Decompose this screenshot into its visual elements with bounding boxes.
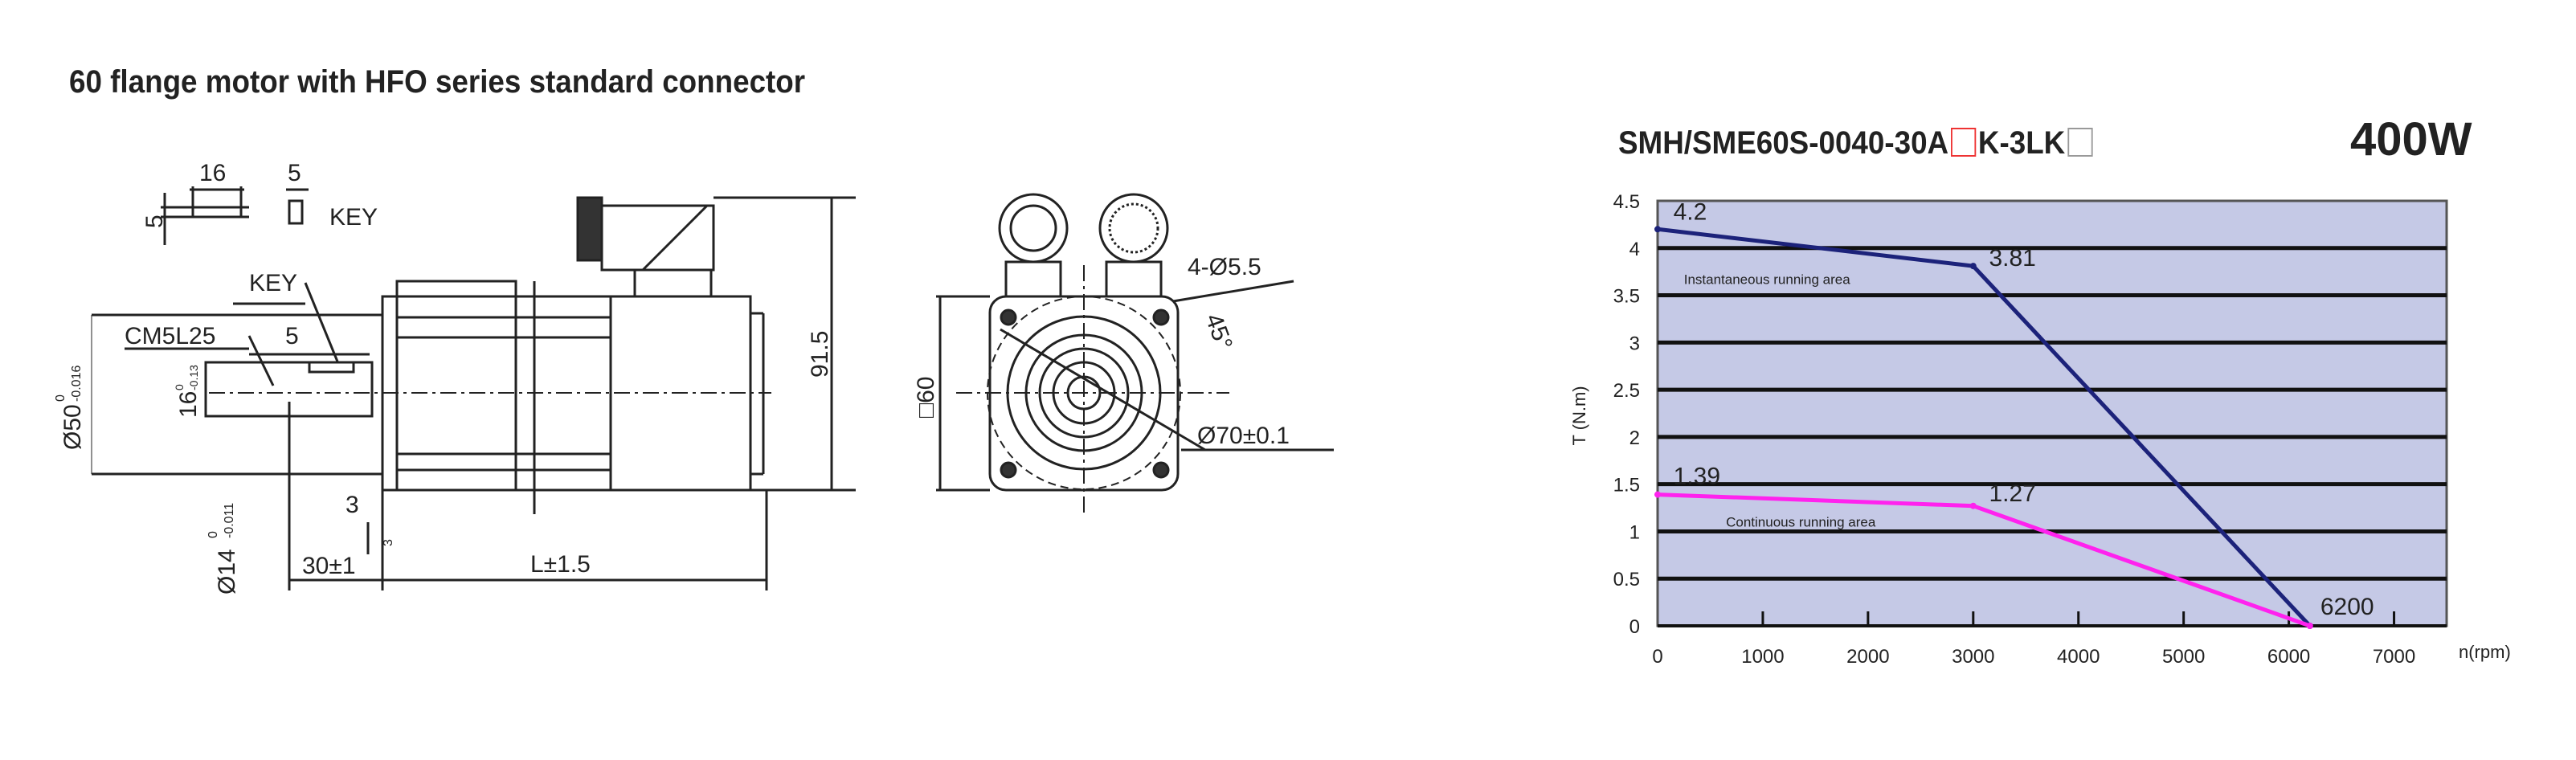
torque-speed-chart: 0 0.5 1 1.5 2 2.5 3 3.5 4 4.5 0 1000 2000 3000 4000 500…	[1569, 191, 2511, 668]
dim-key-width: 16	[199, 160, 226, 186]
dim-flange-thickness: 3	[346, 492, 359, 518]
key-label: KEY	[329, 204, 378, 231]
data-label: 6200	[2320, 594, 2374, 620]
dim-key-depth-tol-top: 0	[173, 384, 186, 390]
dim-key-height: 5	[288, 160, 301, 186]
dim-key-side: 5	[141, 215, 168, 228]
y-axis-label: T (N.m)	[1569, 386, 1589, 445]
motor-front-view	[936, 193, 1334, 514]
dim-angle: 45°	[1200, 310, 1237, 353]
x-tick-label: 6000	[2267, 646, 2310, 668]
dim-shaft-diameter: Ø14	[214, 549, 240, 595]
dim-key-width-2: 5	[285, 323, 299, 349]
power-connector	[998, 193, 1069, 298]
data-label: 3.81	[1989, 245, 2035, 272]
dim-small: 3	[382, 539, 395, 546]
signal-connector	[1098, 193, 1169, 298]
data-label: 1.27	[1989, 480, 2035, 507]
dim-height-total: 91.5	[807, 331, 833, 378]
y-tick-label: 1	[1629, 521, 1640, 543]
thread-label: CM5L25	[125, 323, 215, 349]
dim-shaft-tol-top: 0	[206, 531, 220, 538]
x-tick-label: 5000	[2162, 646, 2205, 668]
option-box-red	[1950, 128, 1977, 157]
key-label-2: KEY	[249, 270, 297, 296]
y-tick-label: 2	[1629, 427, 1640, 449]
data-point	[1969, 502, 1977, 509]
dim-key-depth-tol-bot: -0.13	[187, 365, 200, 390]
x-tick-label: 7000	[2373, 646, 2415, 668]
dim-body-length: L±1.5	[530, 551, 591, 578]
y-tick-label: 3.5	[1613, 286, 1640, 308]
model-part-1: SMH/SME60S-0040-30A	[1618, 125, 1949, 161]
x-tick-label: 0	[1652, 646, 1662, 668]
x-tick-label: 3000	[1952, 646, 1994, 668]
data-label: 1.39	[1674, 464, 1720, 490]
series-label: Continuous running area	[1726, 515, 1876, 530]
y-tick-label: 1.5	[1613, 475, 1640, 496]
dim-spigot-tol-top: 0	[54, 394, 67, 402]
plot-area	[1656, 199, 2448, 627]
data-point	[1654, 491, 1661, 498]
x-tick-label: 4000	[2057, 646, 2100, 668]
power-rating: 400W	[2350, 113, 2472, 165]
data-point	[2306, 623, 2313, 629]
motor-dimension-drawing: 16 5 KEY 5 KEY CM5L25 5 91.5 4-Ø5.5 45° …	[54, 160, 1334, 595]
x-axis-label: n(rpm)	[2459, 642, 2511, 662]
dim-holes: 4-Ø5.5	[1188, 254, 1261, 280]
y-tick-label: 4	[1629, 239, 1640, 260]
y-tick-label: 4.5	[1613, 191, 1640, 213]
y-tick-label: 0	[1629, 616, 1640, 638]
x-tick-label: 2000	[1846, 646, 1889, 668]
x-tick-label: 1000	[1741, 646, 1784, 668]
dim-spigot-tol-bot: -0.016	[70, 366, 84, 402]
y-tick-label: 2.5	[1613, 380, 1640, 402]
data-point	[1969, 263, 1977, 270]
data-point	[1654, 226, 1661, 233]
dim-shaft-tol-bot: -0.011	[223, 503, 236, 538]
drawing-title: 60 flange motor with HFO series standard…	[69, 64, 806, 100]
model-number: SMH/SME60S-0040-30A K-3LK	[1618, 125, 2095, 161]
motor-side-view	[91, 196, 856, 590]
model-part-2: K-3LK	[1977, 125, 2066, 161]
y-tick-label: 3	[1629, 333, 1640, 354]
y-tick-label: 0.5	[1613, 569, 1640, 590]
dim-shaft-length: 30±1	[302, 553, 356, 579]
data-label: 4.2	[1674, 199, 1707, 226]
dim-square: □60	[913, 377, 939, 419]
option-box	[2067, 128, 2093, 157]
key-detail	[161, 186, 309, 245]
dim-key-depth: 16	[175, 391, 202, 418]
series-label: Instantaneous running area	[1684, 272, 1851, 287]
dim-pcd: Ø70±0.1	[1197, 423, 1290, 449]
dim-spigot: Ø50	[59, 404, 86, 450]
